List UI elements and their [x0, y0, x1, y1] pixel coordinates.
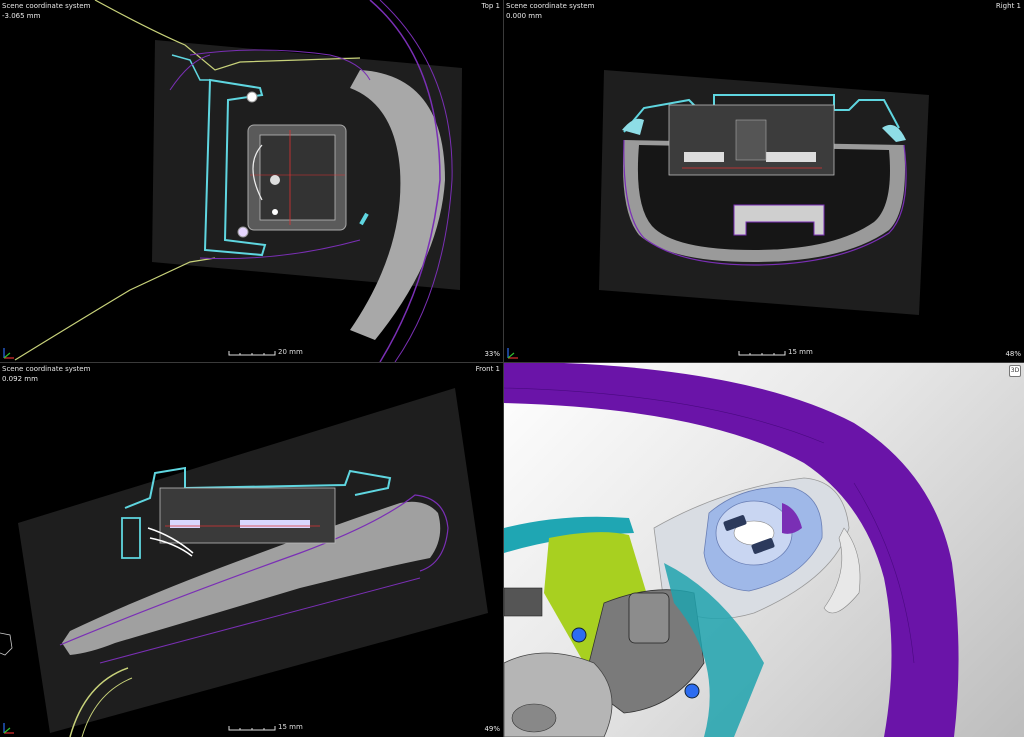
top-coord-system-label: Scene coordinate system [2, 2, 91, 10]
viewport-right[interactable]: Scene coordinate system 0.000 mm Right 1… [504, 0, 1024, 362]
right-scale-label: 15 mm [788, 348, 813, 356]
top-view-canvas[interactable] [0, 0, 503, 362]
viewport-3d[interactable]: 3D [504, 363, 1024, 737]
right-coord-system-label: Scene coordinate system [506, 2, 595, 10]
front-offset-readout: 0.092 mm [2, 375, 38, 383]
top-offset-readout: -3.065 mm [2, 12, 41, 20]
front-view-name: Front 1 [475, 365, 500, 373]
top-zoom-level: 33% [484, 350, 500, 358]
viewport-top[interactable]: Scene coordinate system -3.065 mm Top 1 … [0, 0, 503, 362]
viewport-front[interactable]: Scene coordinate system 0.092 mm Front 1… [0, 363, 503, 737]
front-view-canvas[interactable] [0, 363, 503, 737]
front-rim-section [62, 501, 441, 655]
top-scale-label: 20 mm [278, 348, 303, 356]
top-axis-triad-icon [2, 346, 16, 360]
top-rim-section [350, 70, 445, 340]
top-view-name: Top 1 [481, 2, 501, 10]
front-zoom-level: 49% [484, 725, 500, 733]
viewport-divider-horizontal[interactable] [0, 362, 1024, 363]
right-zoom-level: 48% [1005, 350, 1021, 358]
3d-view-canvas[interactable] [504, 363, 1024, 737]
front-scale-bar: 15 mm [228, 723, 308, 733]
top-wire-bundle [270, 175, 280, 185]
3d-view-cube-icon[interactable]: 3D [1009, 365, 1021, 377]
right-view-canvas[interactable] [504, 0, 1024, 362]
right-offset-readout: 0.000 mm [506, 12, 542, 20]
right-axis-triad-icon [506, 346, 520, 360]
front-coord-system-label: Scene coordinate system [2, 365, 91, 373]
right-view-name: Right 1 [995, 2, 1021, 10]
right-scale-bar: 15 mm [738, 348, 818, 358]
3d-wheel-rim [504, 363, 959, 737]
front-scale-label: 15 mm [278, 723, 303, 731]
top-scale-bar: 20 mm [228, 348, 308, 358]
front-axis-triad-icon [2, 721, 16, 735]
viewport-divider-vertical[interactable] [503, 0, 504, 737]
